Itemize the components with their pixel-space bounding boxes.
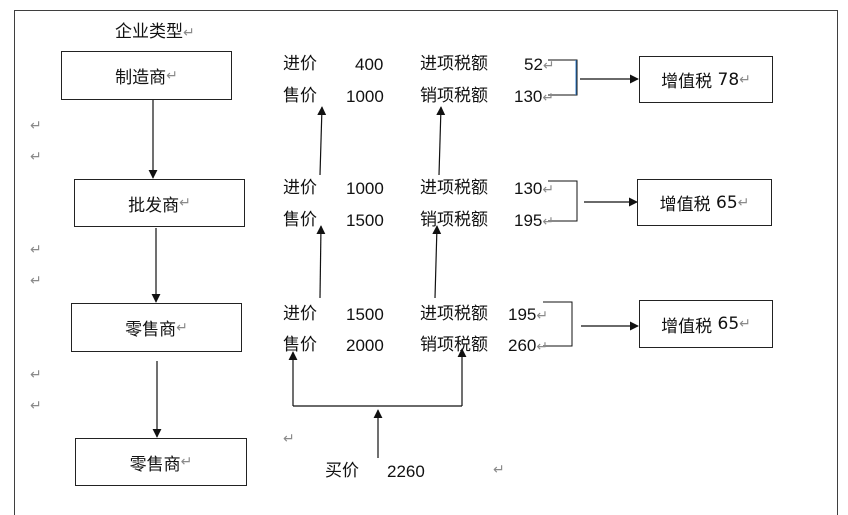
paragraph-mark: ↵ <box>30 273 42 289</box>
paragraph-mark: ↵ <box>166 67 178 84</box>
sale-price-value: 2000 <box>346 336 384 355</box>
paragraph-mark: ↵ <box>542 214 555 230</box>
paragraph-mark: ↵ <box>737 194 750 211</box>
output-tax-number: 130 <box>514 87 543 106</box>
purchase-price-label: 进价 <box>283 304 317 324</box>
paragraph-mark: ↵ <box>542 182 555 198</box>
arrow-up-tax-1 <box>436 106 446 176</box>
output-tax-label: 销项税额 <box>420 210 488 230</box>
paragraph-mark: ↵ <box>30 149 42 165</box>
sale-price-value: 1500 <box>346 211 384 230</box>
arrow-up-tax-2 <box>432 225 442 299</box>
input-tax-number: 52 <box>524 55 543 74</box>
arrow-up-price-2 <box>316 225 326 299</box>
purchase-price-value: 1500 <box>346 305 384 324</box>
vat-value: 65 <box>717 314 740 334</box>
enterprise-type-heading: 企业类型↵ <box>115 22 195 43</box>
paragraph-mark: ↵ <box>30 367 42 383</box>
paragraph-mark: ↵ <box>30 398 42 414</box>
paragraph-mark: ↵ <box>176 319 188 336</box>
paragraph-mark: ↵ <box>179 195 191 211</box>
purchase-price-label: 进价 <box>283 178 317 198</box>
paragraph-mark: ↵ <box>536 339 549 355</box>
tax-bracket-1 <box>548 59 578 96</box>
consumer-box: 零售商↵ <box>75 438 247 486</box>
paragraph-mark: ↵ <box>30 118 42 134</box>
paragraph-mark: ↵ <box>493 462 505 478</box>
table-frame <box>14 10 838 515</box>
consumer-label: 零售商 <box>129 454 181 475</box>
vat-label: 增值税 <box>659 195 711 215</box>
buy-price-value: 2260 <box>387 462 425 481</box>
paragraph-mark: ↵ <box>739 71 751 88</box>
arrow-up-price-1 <box>317 106 327 176</box>
purchase-price-value: 1000 <box>346 179 384 198</box>
input-tax-value: 52↵ <box>524 55 555 76</box>
output-tax-number: 195 <box>514 211 543 230</box>
output-tax-value: 195↵ <box>514 211 554 232</box>
retailer-label: 零售商 <box>125 320 177 340</box>
buy-price-label: 买价 <box>325 461 359 481</box>
vat-value: 78 <box>717 69 740 90</box>
tax-bracket-2 <box>548 180 578 222</box>
paragraph-mark: ↵ <box>180 454 193 470</box>
paragraph-mark: ↵ <box>739 316 751 332</box>
output-tax-number: 260 <box>508 336 537 355</box>
purchase-price-label: 进价 <box>283 54 317 74</box>
tax-bracket-3 <box>543 301 573 347</box>
sale-price-label: 售价 <box>283 210 317 230</box>
vat-label: 增值税 <box>661 316 713 337</box>
input-tax-number: 195 <box>508 305 537 324</box>
manufacturer-box: 制造商↵ <box>61 51 232 100</box>
paragraph-mark: ↵ <box>30 242 42 258</box>
paragraph-mark: ↵ <box>183 25 195 41</box>
vat-value: 65 <box>716 192 738 213</box>
sale-price-label: 售价 <box>283 335 317 355</box>
paragraph-mark: ↵ <box>542 90 555 106</box>
vat-label: 增值税 <box>661 72 713 92</box>
vat-box-1: 增值税 78↵ <box>639 56 773 103</box>
retailer-box: 零售商↵ <box>71 303 242 352</box>
input-tax-value: 195↵ <box>508 305 548 326</box>
output-tax-value: 260↵ <box>508 336 548 357</box>
paragraph-mark: ↵ <box>283 431 295 447</box>
input-tax-value: 130↵ <box>514 179 554 200</box>
sale-price-value: 1000 <box>346 87 384 106</box>
input-tax-number: 130 <box>514 179 543 198</box>
vat-box-3: 增值税 65↵ <box>639 300 773 348</box>
output-tax-label: 销项税额 <box>420 86 488 106</box>
paragraph-mark: ↵ <box>542 58 555 74</box>
manufacturer-label: 制造商 <box>115 68 167 88</box>
paragraph-mark: ↵ <box>536 308 549 324</box>
purchase-price-value: 400 <box>355 55 384 74</box>
wholesaler-label: 批发商 <box>128 195 180 216</box>
enterprise-type-text: 企业类型 <box>115 22 183 42</box>
input-tax-label: 进项税额 <box>420 304 488 324</box>
output-tax-label: 销项税额 <box>420 335 488 355</box>
wholesaler-box: 批发商↵ <box>74 179 245 227</box>
vat-box-2: 增值税 65↵ <box>637 179 772 226</box>
input-tax-label: 进项税额 <box>420 54 488 74</box>
input-tax-label: 进项税额 <box>420 178 488 198</box>
sale-price-label: 售价 <box>283 86 317 106</box>
output-tax-value: 130↵ <box>514 87 554 108</box>
